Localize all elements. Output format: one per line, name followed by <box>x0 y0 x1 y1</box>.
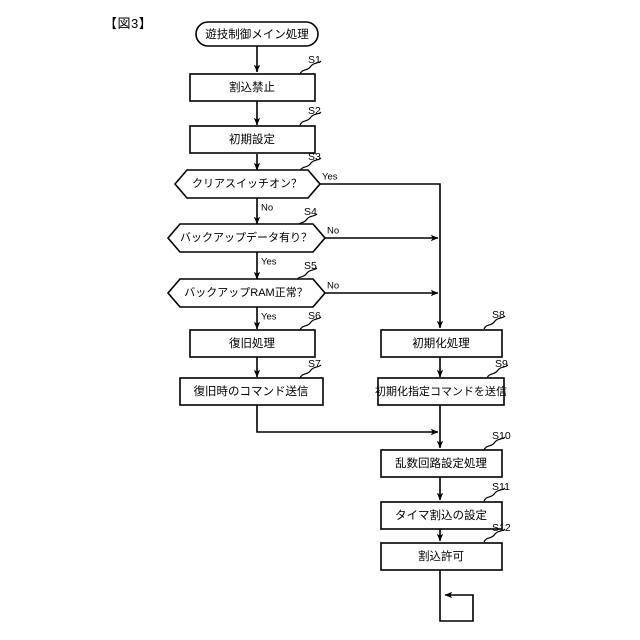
node-s3[interactable]: クリアスイッチオン？ <box>173 169 322 199</box>
s2-shape <box>189 125 316 154</box>
step-label-s7: S7 <box>308 358 321 370</box>
step-label-s5: S5 <box>304 260 317 272</box>
s11-shape <box>380 501 503 530</box>
leader-s3 <box>299 157 322 172</box>
node-s12[interactable]: 割込許可 <box>380 542 503 571</box>
figure-title: 【図3】 <box>104 16 153 31</box>
node-s7[interactable]: 復旧時のコマンド送信 <box>179 377 324 406</box>
leader-s5 <box>295 267 318 282</box>
node-s10[interactable]: 乱数回路設定処理 <box>380 449 503 478</box>
step-label-s3: S3 <box>308 151 321 163</box>
branch-label-s5-no: No <box>327 281 339 292</box>
s7-shape <box>179 377 324 406</box>
start-shape <box>195 21 319 47</box>
leader-s6 <box>299 316 322 331</box>
leader-s7 <box>299 364 322 379</box>
s6-shape <box>189 329 316 358</box>
node-s4[interactable]: バックアップデータ有り？ <box>166 223 327 253</box>
s8-label: 初期化処理 <box>412 336 470 350</box>
step-leaders <box>295 60 509 543</box>
edge-s7-merge <box>256 404 439 436</box>
node-s5[interactable]: バックアップRAM正常？ <box>166 278 327 308</box>
branch-label-s4-yes: Yes <box>261 257 277 268</box>
step-label-s12: S12 <box>492 522 511 534</box>
step-label-s4: S4 <box>304 206 317 218</box>
s9-label: 初期化指定コマンドを送信 <box>375 384 507 398</box>
edge-s3-yes-to-s8 <box>320 183 444 329</box>
leader-s9 <box>486 364 509 379</box>
step-label-s9: S9 <box>495 358 508 370</box>
node-s6[interactable]: 復旧処理 <box>189 329 316 358</box>
s4-label: バックアップデータ有り？ <box>180 230 312 244</box>
s1-label: 割込禁止 <box>229 80 275 94</box>
leader-s8 <box>483 315 506 330</box>
s9-shape <box>377 377 505 406</box>
start-label: 遊技制御メイン処理 <box>205 27 309 41</box>
step-label-s2: S2 <box>308 105 321 117</box>
branch-label-s5-yes: Yes <box>261 312 277 323</box>
s6-label: 復旧処理 <box>229 336 275 350</box>
s5-shape <box>166 278 327 308</box>
s5-label: バックアップRAM正常？ <box>184 286 307 299</box>
step-label-s11: S11 <box>492 481 510 493</box>
s7-label: 復旧時のコマンド送信 <box>194 384 309 398</box>
step-label-s10: S10 <box>492 430 511 442</box>
s4-shape <box>166 223 327 253</box>
node-s11[interactable]: タイマ割込の設定 <box>380 501 503 530</box>
branch-label-s4-no: No <box>327 226 339 237</box>
step-label-s6: S6 <box>308 310 321 322</box>
node-s2[interactable]: 初期設定 <box>189 125 316 154</box>
s10-shape <box>380 449 503 478</box>
node-s9[interactable]: 初期化指定コマンドを送信 <box>375 377 507 406</box>
leader-s1 <box>299 60 322 75</box>
s11-label: タイマ割込の設定 <box>395 508 487 522</box>
node-s1[interactable]: 割込禁止 <box>189 73 316 102</box>
s12-label: 割込許可 <box>418 549 464 563</box>
branch-label-s3-yes: Yes <box>322 172 338 183</box>
connector-lines <box>253 46 474 622</box>
branch-label-s3-no: No <box>261 203 273 214</box>
s8-shape <box>380 329 503 358</box>
leader-s2 <box>299 111 322 126</box>
node-s8[interactable]: 初期化処理 <box>380 329 503 358</box>
step-label-s1: S1 <box>308 54 321 66</box>
node-start[interactable]: 遊技制御メイン処理 <box>195 21 319 47</box>
s10-label: 乱数回路設定処理 <box>395 456 487 470</box>
s3-shape <box>173 169 322 199</box>
s2-label: 初期設定 <box>229 132 275 146</box>
step-label-s8: S8 <box>492 309 505 321</box>
s12-shape <box>380 542 503 571</box>
s1-shape <box>189 73 316 102</box>
leader-s10 <box>483 436 506 451</box>
edge-s12-loop <box>439 570 474 622</box>
s3-label: クリアスイッチオン？ <box>192 177 302 190</box>
leader-s11 <box>483 487 506 502</box>
leader-s12 <box>483 528 506 543</box>
